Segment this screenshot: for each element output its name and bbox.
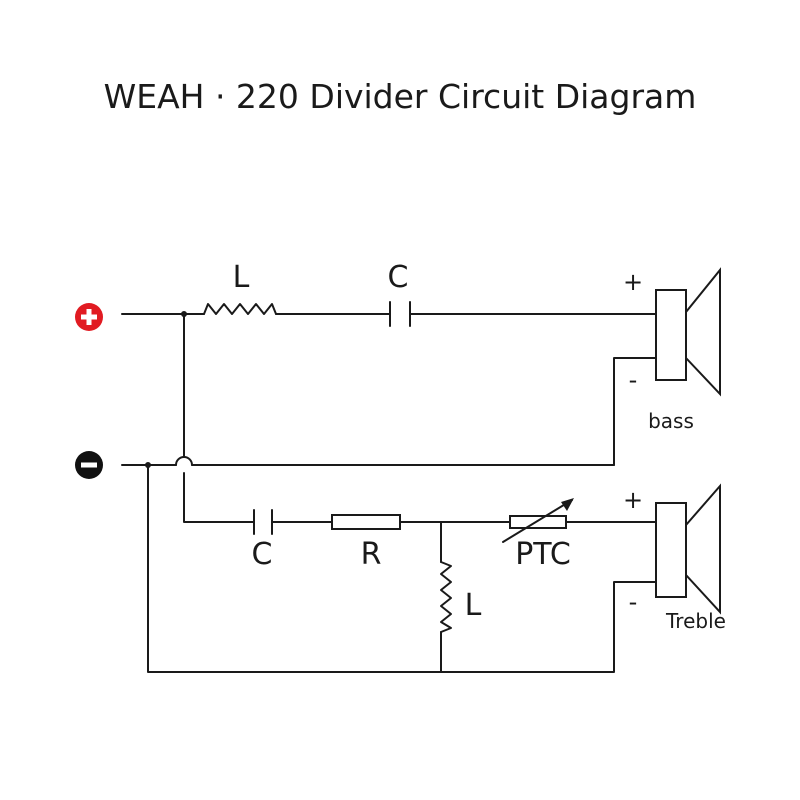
treble-speaker-label: Treble <box>665 609 726 633</box>
wire-crossover <box>175 456 193 466</box>
treble-plus-label: + <box>623 486 643 514</box>
positive-terminal-icon <box>75 303 103 331</box>
bass-inductor <box>203 303 277 315</box>
treble-resistor <box>331 514 401 530</box>
treble-inductor-label: L <box>465 588 482 623</box>
treble-resistor-label: R <box>361 537 382 572</box>
treble-minus-label: - <box>629 588 638 616</box>
treble-inductor <box>440 561 452 633</box>
ptc-label: PTC <box>515 537 571 572</box>
treble-capacitor-label: C <box>252 537 273 572</box>
treble-speaker-icon <box>655 483 721 615</box>
bass-capacitor-label: C <box>388 260 409 295</box>
ptc-thermistor <box>509 515 567 529</box>
ptc-arrow <box>502 499 573 543</box>
bass-inductor-label: L <box>233 260 250 295</box>
treble-branch <box>183 313 657 673</box>
bass-branch <box>121 301 657 466</box>
bass-speaker-icon <box>655 267 721 397</box>
bass-minus-label: - <box>629 366 638 394</box>
negative-terminal-icon <box>75 451 103 479</box>
bass-return-wire <box>613 357 657 466</box>
bass-speaker-label: bass <box>648 409 694 433</box>
bass-plus-label: + <box>623 268 643 296</box>
diagram-title: WEAH · 220 Divider Circuit Diagram <box>104 77 697 116</box>
negative-rail <box>121 456 657 673</box>
